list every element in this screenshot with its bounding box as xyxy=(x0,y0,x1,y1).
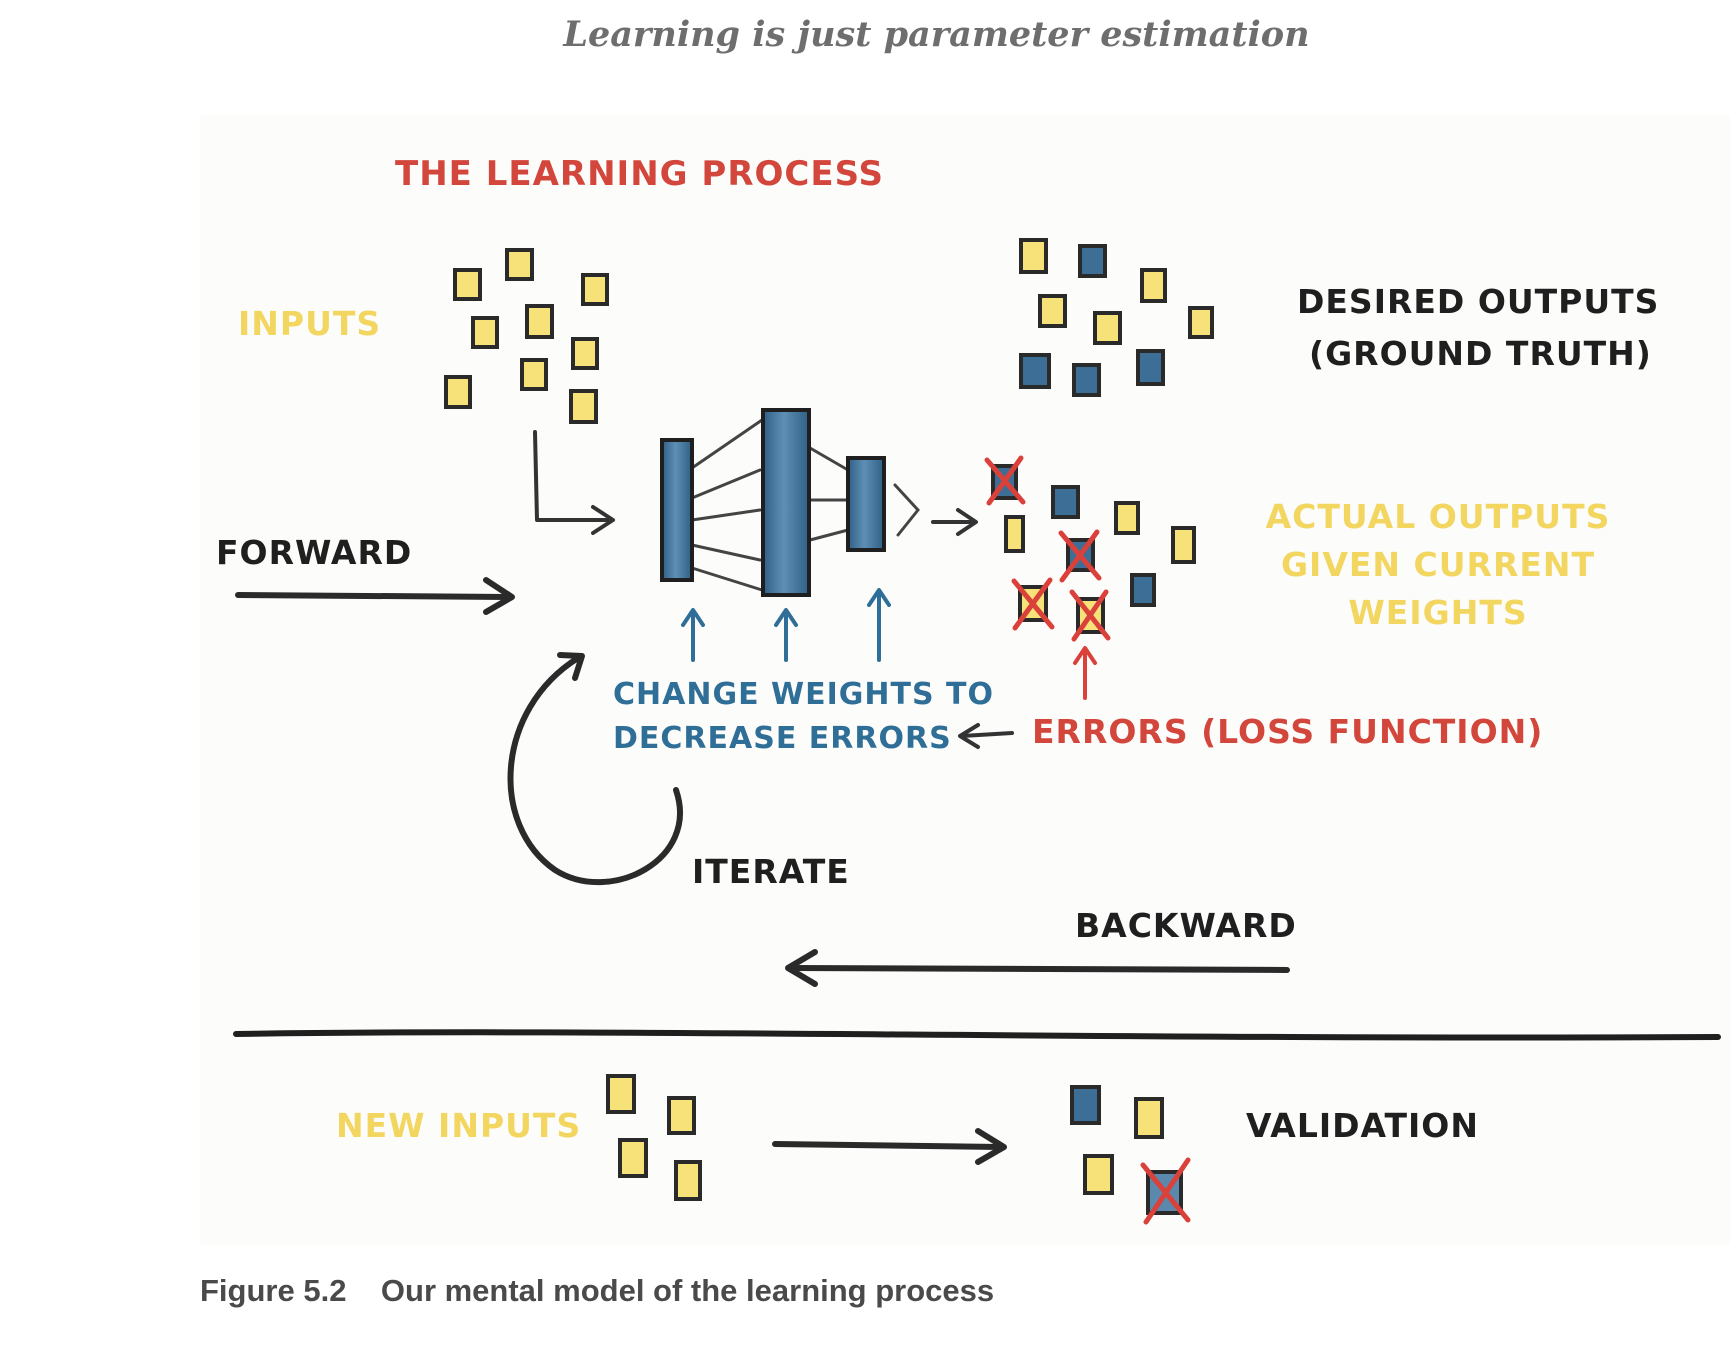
figure-area xyxy=(200,115,1730,1245)
desired-outputs-label-line2: (GROUND TRUTH) xyxy=(1309,334,1652,373)
errors-to-weights-arrow xyxy=(958,723,1014,749)
forward-arrow xyxy=(235,577,515,615)
desired-note-yellow xyxy=(1038,294,1067,328)
desired-outputs-label-line1: DESIRED OUTPUTS xyxy=(1297,282,1659,321)
desired-note-blue xyxy=(1019,353,1051,389)
weight-update-arrows xyxy=(681,588,891,662)
desired-note-yellow xyxy=(1093,311,1122,345)
desired-note-blue xyxy=(1072,363,1101,397)
error-cross xyxy=(1058,529,1102,583)
desired-output-notes xyxy=(1019,238,1214,397)
new-input-note xyxy=(606,1074,636,1114)
input-note xyxy=(525,304,554,339)
new-input-note xyxy=(618,1138,648,1178)
desired-note-blue xyxy=(1078,244,1107,278)
input-note xyxy=(471,316,499,349)
backward-arrow xyxy=(785,949,1290,987)
validation-note-yellow xyxy=(1134,1097,1164,1139)
figure-caption: Figure 5.2 Our mental model of the learn… xyxy=(200,1273,994,1309)
desired-note-yellow xyxy=(1140,268,1167,303)
desired-note-yellow xyxy=(1188,306,1214,339)
page-header: Learning is just parameter estimation xyxy=(563,14,1310,55)
errors-up-arrow xyxy=(1073,646,1097,700)
change-weights-label-line2: DECREASE ERRORS xyxy=(613,721,952,756)
input-note xyxy=(571,337,599,370)
error-crosses xyxy=(984,455,1111,642)
network-to-outputs-arrow xyxy=(931,508,978,536)
input-notes xyxy=(444,248,609,424)
input-note xyxy=(520,358,548,391)
network-connections xyxy=(690,418,920,592)
input-to-network-arrow xyxy=(533,430,615,535)
section-divider xyxy=(233,1029,1721,1041)
caption-text: Our mental model of the learning process xyxy=(380,1273,995,1308)
actual-note-yellow xyxy=(1004,515,1025,553)
diagram-title: THE LEARNING PROCESS xyxy=(395,154,884,194)
weight-update-arrow xyxy=(774,608,798,662)
actual-outputs-label-line1: ACTUAL OUTPUTS xyxy=(1266,497,1611,536)
desired-note-yellow xyxy=(1019,238,1048,274)
backward-label: BACKWARD xyxy=(1075,906,1297,945)
actual-note-blue xyxy=(1051,485,1080,519)
network-layer-output xyxy=(846,456,886,552)
change-weights-label-line1: CHANGE WEIGHTS TO xyxy=(613,677,994,712)
errors-loss-function-label: ERRORS (LOSS FUNCTION) xyxy=(1032,712,1543,751)
figure-number: Figure 5.2 xyxy=(200,1273,347,1308)
actual-note-yellow xyxy=(1171,526,1196,564)
validation-note-yellow xyxy=(1083,1154,1114,1195)
new-input-notes xyxy=(606,1074,702,1201)
error-cross xyxy=(1069,589,1111,642)
new-input-note xyxy=(667,1096,696,1135)
validation-error-cross xyxy=(1140,1157,1191,1225)
validation-label: VALIDATION xyxy=(1246,1106,1479,1145)
desired-note-blue xyxy=(1136,349,1165,386)
actual-note-yellow xyxy=(1114,501,1140,535)
actual-outputs-label-line3: WEIGHTS xyxy=(1348,593,1527,632)
error-cross xyxy=(1011,577,1055,631)
actual-outputs-label-line2: GIVEN CURRENT xyxy=(1281,545,1595,584)
weight-update-arrow xyxy=(867,588,891,662)
new-input-note xyxy=(674,1160,702,1201)
actual-note-blue xyxy=(1130,573,1156,607)
input-note xyxy=(581,273,609,306)
error-cross xyxy=(984,455,1026,506)
validation-note-blue xyxy=(1070,1085,1101,1125)
iterate-label: ITERATE xyxy=(692,852,850,891)
new-inputs-label: NEW INPUTS xyxy=(336,1106,581,1145)
neural-network xyxy=(660,408,920,597)
input-note xyxy=(444,375,472,409)
iterate-loop-arrow xyxy=(507,652,683,886)
network-layer-hidden xyxy=(761,408,811,597)
network-layer-input xyxy=(660,438,694,582)
forward-label: FORWARD xyxy=(216,533,412,572)
new-inputs-to-validation-arrow xyxy=(772,1128,1007,1165)
weight-update-arrow xyxy=(681,608,705,662)
input-note xyxy=(569,389,598,424)
input-note xyxy=(505,248,534,281)
input-note xyxy=(453,268,482,301)
inputs-label: INPUTS xyxy=(238,304,381,343)
